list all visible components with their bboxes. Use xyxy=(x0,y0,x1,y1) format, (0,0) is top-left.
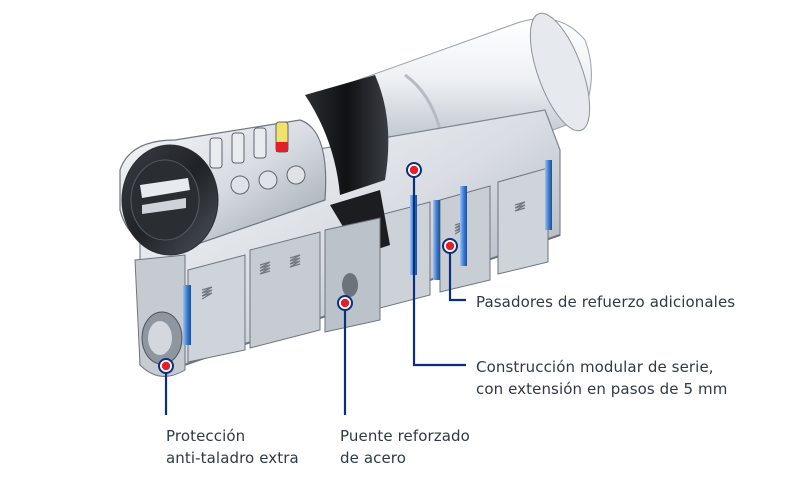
key-slot-icon xyxy=(140,178,190,214)
label-reinforcing-pins: Pasadores de refuerzo adicionales xyxy=(476,291,735,313)
marker-dot-icon xyxy=(406,162,422,178)
label-line: Protección xyxy=(166,427,246,445)
label-line: anti-taladro extra xyxy=(166,449,299,467)
label-line: Puente reforzado xyxy=(340,427,470,445)
label-modular-construction: Construcción modular de serie, con exten… xyxy=(476,356,727,400)
leader-modular xyxy=(412,170,466,367)
cylinder-head xyxy=(119,119,327,256)
leader-lines xyxy=(164,170,466,415)
marker-dot-icon xyxy=(158,358,174,374)
label-line: con extensión en pasos de 5 mm xyxy=(476,380,728,398)
label-steel-bridge: Puente reforzado de acero xyxy=(340,425,470,469)
label-line: de acero xyxy=(340,449,407,467)
marker-dots xyxy=(158,162,458,374)
label-anti-drill: Protección anti-taladro extra xyxy=(166,425,299,469)
marker-dot-icon xyxy=(442,238,458,254)
marker-dot-icon xyxy=(337,295,353,311)
leader-pins xyxy=(448,246,466,302)
label-line: Construcción modular de serie, xyxy=(476,358,714,376)
label-line: Pasadores de refuerzo adicionales xyxy=(476,293,736,311)
